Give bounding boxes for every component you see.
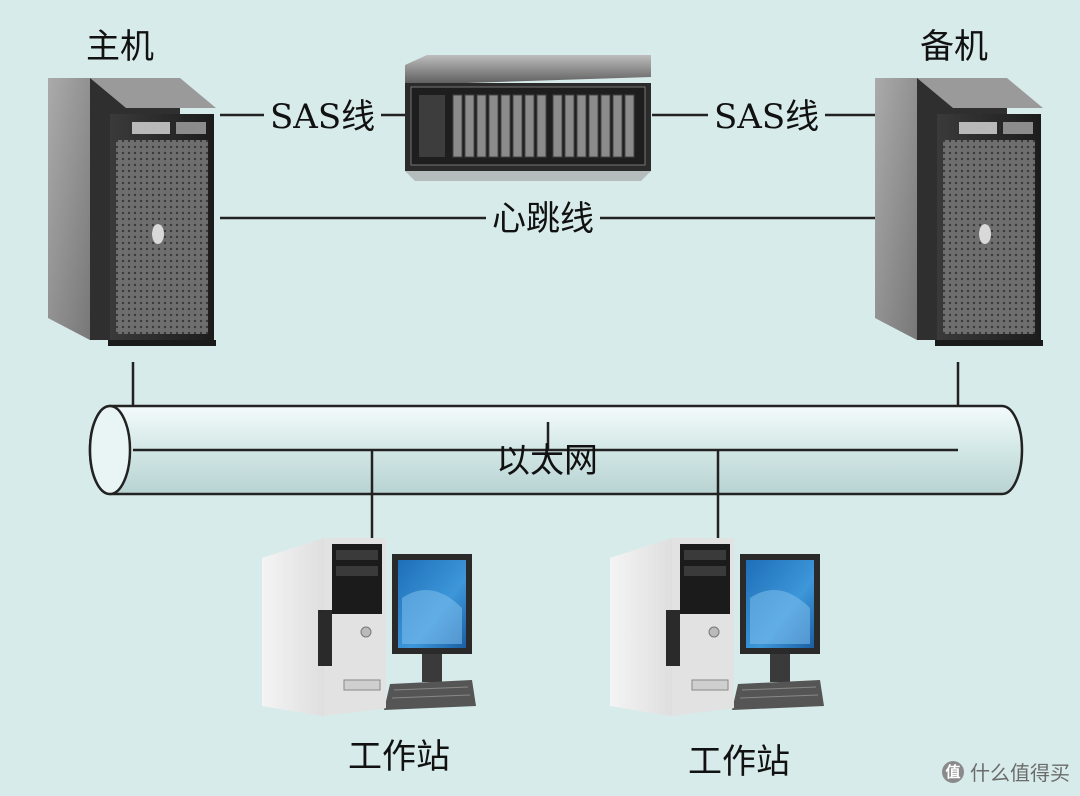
primary-host-label: 主机 <box>86 27 154 67</box>
desktop-computer-icon <box>262 538 476 716</box>
disk-array-icon <box>405 55 651 181</box>
workstation-left-label: 工作站 <box>348 737 450 777</box>
tower-server-icon <box>875 78 1043 346</box>
backup-host-label: 备机 <box>920 27 988 67</box>
tower-server-icon <box>48 78 216 346</box>
desktop-computer-icon <box>610 538 824 716</box>
heartbeat-cable-label: 心跳线 <box>486 202 600 236</box>
shared-storage <box>405 55 651 181</box>
workstation-right-label: 工作站 <box>688 742 790 782</box>
primary-server <box>48 78 216 346</box>
watermark-text: 什么值得买 <box>970 761 1070 785</box>
watermark: 值 什么值得买 <box>942 757 1070 786</box>
backup-server <box>875 78 1043 346</box>
workstation-right <box>610 538 824 716</box>
sas-cable-left-label: SAS线 <box>264 100 382 134</box>
ethernet-label: 以太网 <box>496 441 598 481</box>
sas-cable-right-label: SAS线 <box>708 100 826 134</box>
ethernet-bus <box>88 404 1024 538</box>
watermark-logo-icon: 值 <box>942 760 964 783</box>
workstation-left <box>262 538 476 716</box>
